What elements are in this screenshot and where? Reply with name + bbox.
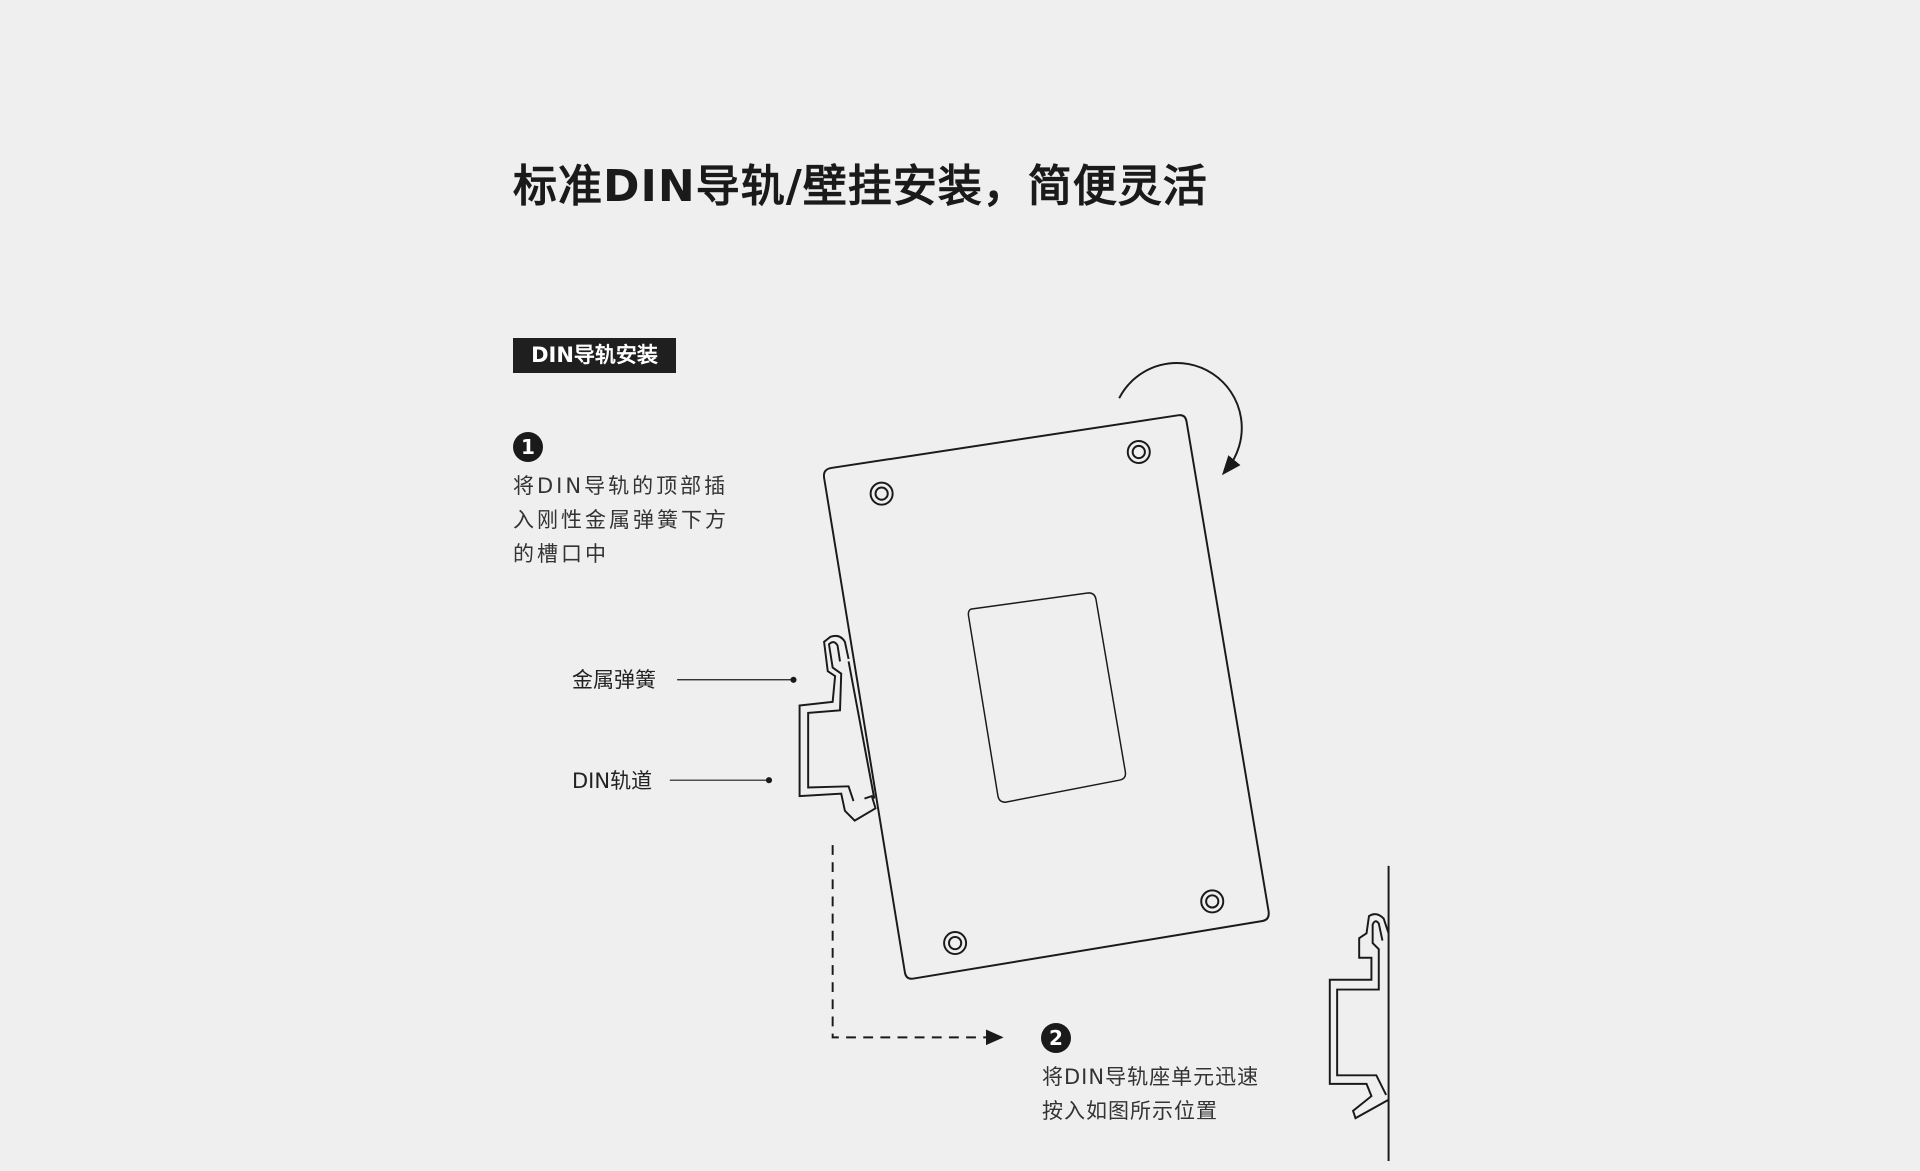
spring-label: 金属弹簧: [572, 668, 656, 692]
step-2-number: 2: [1041, 1023, 1071, 1053]
step-2-text: 将DIN导轨座单元迅速 按入如图所示位置: [1042, 1060, 1259, 1128]
din-rail-clip-mounted: [1328, 913, 1390, 1120]
step-1-line: 的槽口中: [513, 542, 609, 566]
step-1-text: 将DIN导轨的顶部插 入刚性金属弹簧下方 的槽口中: [513, 469, 729, 571]
section-badge: DIN导轨安装: [513, 338, 676, 373]
device-label-area: [967, 592, 1127, 803]
rotation-arrow-icon: [1118, 362, 1243, 476]
step-2-line: 按入如图所示位置: [1042, 1099, 1218, 1123]
din-rail-clip-tilted: [798, 634, 877, 822]
leader-lines: [669, 676, 797, 784]
dashed-guide-arrow: [831, 845, 1004, 1046]
step-2-line: 将DIN导轨座单元迅速: [1042, 1065, 1260, 1089]
page-title: 标准DIN导轨/壁挂安装，简便灵活: [513, 161, 1208, 212]
step-1-line: 将DIN导轨的顶部插: [513, 474, 729, 498]
step-1-number: 1: [513, 432, 543, 462]
rail-label: DIN轨道: [572, 769, 653, 793]
step-1-line: 入刚性金属弹簧下方: [513, 508, 729, 532]
device-body: [822, 414, 1270, 980]
screw-holes: [869, 440, 1225, 956]
